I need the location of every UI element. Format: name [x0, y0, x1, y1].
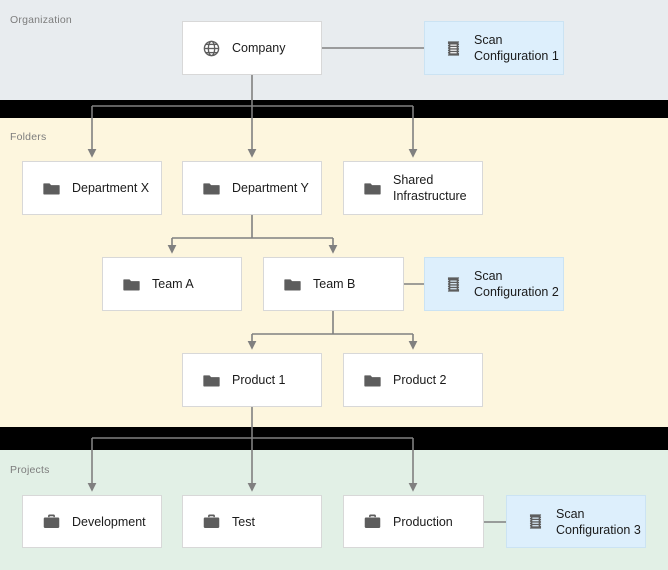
node-team-a-label: Team A — [152, 277, 194, 291]
scan-config-icon — [526, 512, 545, 531]
node-test[interactable]: Test — [182, 495, 322, 548]
node-department-x-label: Department X — [72, 181, 150, 195]
node-scan-configuration-1-label: Scan Configuration 1 — [474, 33, 559, 63]
node-development[interactable]: Development — [22, 495, 162, 548]
node-scan-configuration-3[interactable]: Scan Configuration 3 — [506, 495, 646, 548]
folder-icon — [202, 179, 221, 198]
node-shared-infrastructure[interactable]: Shared Infrastructure — [343, 161, 483, 215]
folder-icon — [363, 371, 382, 390]
node-team-b[interactable]: Team B — [263, 257, 404, 311]
briefcase-icon — [42, 512, 61, 531]
scan-config-icon — [444, 275, 463, 294]
node-product-1[interactable]: Product 1 — [182, 353, 322, 407]
node-scan-configuration-2-label: Scan Configuration 2 — [474, 269, 559, 299]
band-label-organization: Organization — [10, 14, 72, 26]
node-company-label: Company — [232, 41, 286, 55]
node-company[interactable]: Company — [182, 21, 322, 75]
node-team-a[interactable]: Team A — [102, 257, 242, 311]
folder-icon — [122, 275, 141, 294]
node-product-2-label: Product 2 — [393, 373, 447, 387]
node-scan-configuration-2[interactable]: Scan Configuration 2 — [424, 257, 564, 311]
folder-icon — [283, 275, 302, 294]
folder-icon — [42, 179, 61, 198]
node-production[interactable]: Production — [343, 495, 484, 548]
node-product-2[interactable]: Product 2 — [343, 353, 483, 407]
band-label-folders: Folders — [10, 131, 47, 143]
folder-icon — [363, 179, 382, 198]
band-label-projects: Projects — [10, 464, 50, 476]
node-scan-configuration-1[interactable]: Scan Configuration 1 — [424, 21, 564, 75]
node-product-1-label: Product 1 — [232, 373, 286, 387]
node-department-y[interactable]: Department Y — [182, 161, 322, 215]
node-test-label: Test — [232, 514, 255, 529]
folder-icon — [202, 371, 221, 390]
node-production-label: Production — [393, 514, 453, 529]
node-department-x[interactable]: Department X — [22, 161, 162, 215]
globe-icon — [202, 39, 221, 58]
briefcase-icon — [363, 512, 382, 531]
divider-band-bottom — [0, 427, 668, 450]
node-shared-infrastructure-label: Shared Infrastructure — [393, 173, 467, 203]
node-development-label: Development — [72, 514, 146, 529]
node-scan-configuration-3-label: Scan Configuration 3 — [556, 506, 641, 537]
briefcase-icon — [202, 512, 221, 531]
scan-config-icon — [444, 39, 463, 58]
node-department-y-label: Department Y — [232, 181, 309, 195]
organization-band — [0, 0, 668, 100]
divider-band-top — [0, 100, 668, 118]
node-team-b-label: Team B — [313, 277, 356, 291]
